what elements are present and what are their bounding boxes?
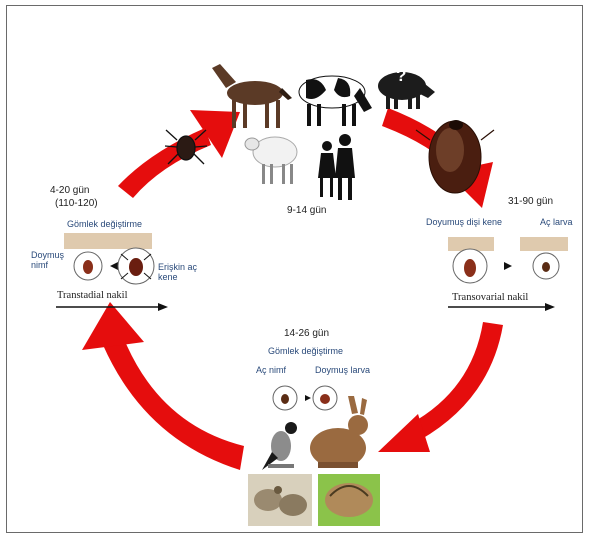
fed-nymph-label: Doymuş nimf xyxy=(31,250,73,271)
hungry-nymph-label: Aç nimf xyxy=(256,365,286,375)
host-stage-duration: 9-14 gün xyxy=(287,205,326,217)
fed-larva-label: Doymuş larva xyxy=(315,365,370,375)
right-stage-duration: 31-90 gün xyxy=(508,196,553,208)
cycle-arrow-left xyxy=(82,302,244,470)
crow-icon xyxy=(262,422,297,470)
arrowhead xyxy=(82,302,144,350)
arrow-shaft xyxy=(410,322,503,440)
left-molt-label: Gömlek değiştirme xyxy=(67,219,142,229)
cycle-arrow-right xyxy=(378,322,503,452)
humans-icon xyxy=(318,134,355,200)
transstadial-label: Transtadial nakil xyxy=(57,290,127,302)
bottom-stage-duration: 14-26 gün xyxy=(284,328,329,340)
hungry-larva-label: Aç larva xyxy=(540,217,573,227)
hungry-adult-label: Erişkin aç kene xyxy=(158,262,208,283)
hedgehog-icon xyxy=(318,474,380,526)
transovarial-label: Transovarial nakil xyxy=(452,292,528,304)
left-stage-duration: 4-20 gün xyxy=(50,185,89,197)
fed-female-label: Doyumuş dişi kene xyxy=(426,217,502,227)
cow-icon xyxy=(299,76,372,126)
left-stage-duration-range: (110-120) xyxy=(55,198,98,210)
arrow-shaft xyxy=(103,339,244,470)
partridge-icon xyxy=(248,474,312,526)
bottom-molt-label: Gömlek değiştirme xyxy=(268,346,343,356)
bottom-stage-illustration xyxy=(273,386,337,410)
boar-icon xyxy=(378,72,435,109)
sheep-icon xyxy=(245,137,297,184)
boar-question-mark: ? xyxy=(396,66,406,86)
